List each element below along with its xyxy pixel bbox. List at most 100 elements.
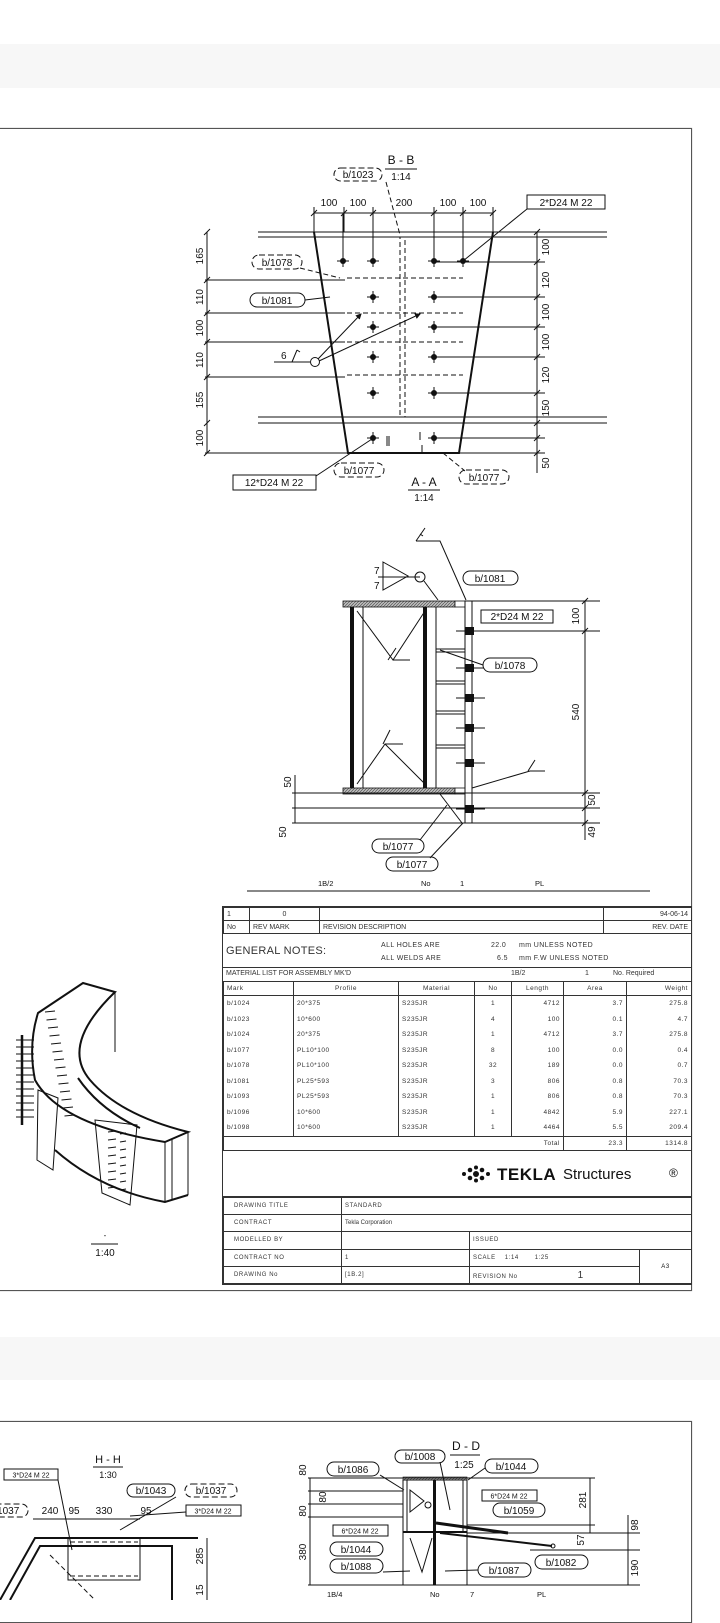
part-bubble-b1077-left: b/1077 — [333, 462, 385, 478]
svg-text:PL: PL — [537, 1590, 546, 1599]
svg-text:b/1023: b/1023 — [343, 170, 374, 181]
material-cell-no: 1 — [474, 1089, 512, 1105]
holes-value: 22.0 — [491, 942, 507, 949]
part-bubble-b1077-right: b/1077 — [458, 469, 510, 485]
material-cell-no: 4 — [474, 1011, 512, 1027]
svg-text:80: 80 — [318, 1491, 329, 1503]
bolt-icon — [367, 432, 379, 444]
svg-text:b/1081: b/1081 — [475, 574, 506, 585]
material-list-header: MATERIAL LIST FOR ASSEMBLY MK'D 1B/2 1 N… — [223, 968, 691, 982]
bolt-pattern-bb — [337, 255, 469, 444]
material-cell-area: 5.5 — [563, 1120, 627, 1136]
material-cell-area: 3.7 — [563, 1027, 627, 1043]
dim-bb-left-5: 155 — [195, 391, 206, 408]
svg-text:15: 15 — [195, 1584, 206, 1596]
revision-table: 1 0 94-06-14 No REV MARK REVISION DESCRI… — [223, 907, 692, 934]
material-cell-profile: 10*600 — [293, 1120, 399, 1136]
svg-text:95: 95 — [140, 1506, 152, 1517]
bolt-label-bb-bottom: 12*D24 M 22 — [232, 474, 317, 491]
part-bubble-b1087: b/1087 — [477, 1562, 532, 1578]
svg-text:b/1044: b/1044 — [341, 1545, 372, 1556]
part-bubble-b1077-aa-1: b/1077 — [371, 838, 425, 854]
rev-header-date: REV. DATE — [603, 920, 692, 934]
material-cell-area: 0.0 — [563, 1042, 627, 1058]
part-bubble-b1077-aa-2: b/1077 — [385, 856, 439, 872]
material-cell-weight: 0.4 — [626, 1042, 692, 1058]
bolt-label-hh-1: 3*D24 M 22 — [3, 1468, 59, 1481]
section-bb-title: B - B — [388, 153, 415, 167]
material-cell-length: 806 — [511, 1089, 564, 1105]
material-cell-no: 3 — [474, 1073, 512, 1089]
material-cell-weight: 70.3 — [626, 1073, 692, 1089]
svg-text:7: 7 — [374, 581, 380, 592]
dim-bb-top-1: 100 — [321, 198, 338, 209]
welds-label: ALL WELDS ARE — [381, 955, 442, 962]
welds-unit: mm F.W UNLESS NOTED — [519, 955, 609, 962]
title-block: 1 0 94-06-14 No REV MARK REVISION DESCRI… — [222, 906, 693, 1286]
logo-registered-mark: ® — [669, 1165, 678, 1180]
material-cell-area: 0.1 — [563, 1011, 627, 1027]
material-cell-material: S235JR — [398, 995, 475, 1012]
material-cell-material: S235JR — [398, 1120, 475, 1136]
rev-description — [319, 907, 604, 921]
scale-cell: SCALE 1:14 1:25 — [469, 1248, 640, 1268]
material-cell-material: S235JR — [398, 1089, 475, 1105]
svg-text:1B/4: 1B/4 — [327, 1590, 342, 1599]
section-hh-title: H - H — [95, 1454, 121, 1466]
material-list-required-count: 1 — [585, 970, 589, 977]
bolt-icon — [367, 351, 379, 363]
svg-text:6*D24 M 22: 6*D24 M 22 — [342, 1529, 379, 1536]
svg-text:3*D24 M 22: 3*D24 M 22 — [195, 1509, 232, 1516]
material-cell-profile: PL25*593 — [293, 1089, 399, 1105]
material-list-required-label: No. Required — [613, 970, 655, 977]
part-bubble-b1059: b/1059 — [492, 1502, 546, 1518]
svg-text:95: 95 — [68, 1506, 80, 1517]
part-bubble-b1088: b/1088 — [329, 1558, 384, 1574]
dim-aa-right-4: 49 — [587, 826, 598, 838]
bolt-icon — [367, 321, 379, 333]
contract-value: Tekla Corporation — [340, 1213, 693, 1233]
material-cell-length: 4842 — [511, 1104, 564, 1120]
bolt-label-dd-left: 6*D24 M 22 — [332, 1524, 389, 1537]
svg-text:98: 98 — [630, 1519, 641, 1531]
svg-text:281: 281 — [578, 1491, 589, 1508]
bolt-label-hh-2: 3*D24 M 22 — [185, 1504, 242, 1517]
material-cell-no: 1 — [474, 1027, 512, 1043]
contract-no-value: 1 — [341, 1248, 470, 1268]
material-cell-profile: 20*375 — [293, 1027, 399, 1043]
welds-value: 6.5 — [497, 955, 508, 962]
material-cell-no: 1 — [474, 995, 512, 1012]
assembly-line-1: 1B/2 No 1 PL — [247, 879, 650, 892]
svg-text:57: 57 — [576, 1534, 587, 1546]
section-b-b: B - B 1:14 b/1023 100 100 200 100 100 2*… — [195, 153, 607, 491]
modelled-by-value — [341, 1231, 470, 1250]
dim-bb-top-4: 100 — [440, 198, 457, 209]
material-cell-mark: b/1081 — [223, 1073, 294, 1089]
dim-bb-left-2: 110 — [195, 289, 206, 305]
tekla-logo-mark-icon — [462, 1165, 490, 1182]
drawing-title-label: DRAWING TITLE — [223, 1196, 342, 1215]
dim-bb-left-6: 100 — [195, 429, 206, 446]
svg-text:6: 6 — [281, 351, 287, 362]
page-gap-band-middle — [0, 1337, 720, 1380]
part-bubble-b1044-left: b/1044 — [329, 1541, 384, 1557]
material-cell-mark: b/1077 — [223, 1042, 294, 1058]
material-cell-no: 1 — [474, 1120, 512, 1136]
svg-text:b/1037: b/1037 — [0, 1506, 20, 1517]
svg-text:b/1037: b/1037 — [196, 1486, 227, 1497]
svg-text:b/1043: b/1043 — [136, 1486, 167, 1497]
material-cell-mark: b/1078 — [223, 1058, 294, 1074]
sheet-size: A3 — [638, 1248, 693, 1285]
material-cell-profile: PL25*593 — [293, 1073, 399, 1089]
svg-text:b/1081: b/1081 — [262, 296, 293, 307]
contract-label: CONTRACT — [223, 1213, 342, 1233]
svg-text:2*D24 M 22: 2*D24 M 22 — [540, 198, 593, 209]
part-bubble-b1081-aa: b/1081 — [462, 570, 519, 586]
svg-text:b/1077: b/1077 — [397, 860, 428, 871]
rev-header-no: No — [223, 920, 250, 934]
svg-text:b/1078: b/1078 — [262, 258, 293, 269]
